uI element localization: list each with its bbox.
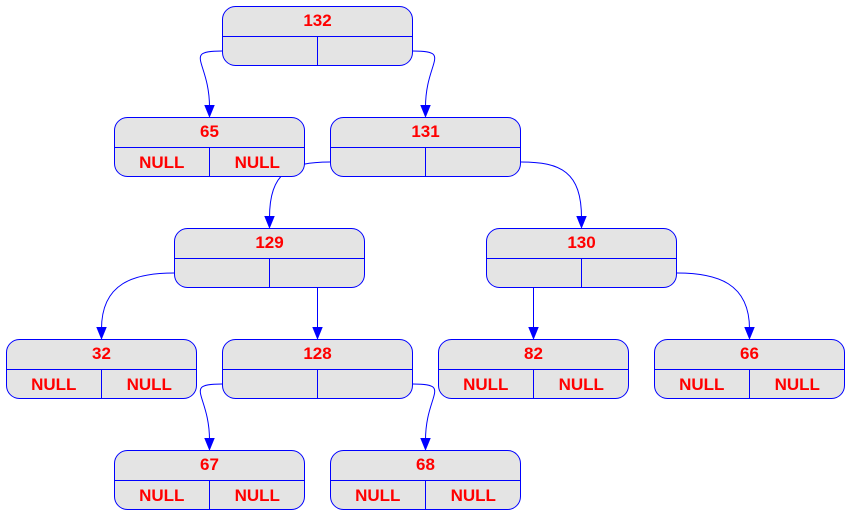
arrowhead <box>528 327 539 340</box>
node-value: 32 <box>92 344 111 363</box>
arrowhead <box>576 216 587 229</box>
edge-129-to-32 <box>101 272 175 330</box>
node-value: 82 <box>524 344 543 363</box>
edge-131-to-130 <box>520 161 582 219</box>
node-value: 68 <box>416 455 435 474</box>
right-pointer-label: NULL <box>235 153 280 172</box>
left-pointer-label: NULL <box>139 153 184 172</box>
edge-130-to-66 <box>676 272 750 330</box>
node-value: 131 <box>411 122 439 141</box>
left-pointer-label: NULL <box>679 375 724 394</box>
arrowhead <box>744 327 755 340</box>
arrowhead <box>96 327 107 340</box>
edge-132-to-65 <box>199 50 223 108</box>
right-pointer-label: NULL <box>559 375 604 394</box>
arrowhead <box>204 105 215 118</box>
right-pointer-label: NULL <box>235 486 280 505</box>
right-pointer-label: NULL <box>451 486 496 505</box>
edges-layer <box>96 50 755 451</box>
arrowhead <box>312 327 323 340</box>
edge-128-to-68 <box>412 383 436 441</box>
tree-node-129: 129 <box>174 228 365 288</box>
node-value: 132 <box>303 11 331 30</box>
left-pointer-label: NULL <box>139 486 184 505</box>
node-value: 128 <box>303 344 331 363</box>
edge-128-to-67 <box>199 383 223 441</box>
node-value: 66 <box>740 344 759 363</box>
arrowhead <box>420 105 431 118</box>
right-pointer-label: NULL <box>775 375 820 394</box>
tree-node-132: 132 <box>222 6 413 66</box>
node-value: 130 <box>567 233 595 252</box>
left-pointer-label: NULL <box>355 486 400 505</box>
node-value: 67 <box>200 455 219 474</box>
left-pointer-label: NULL <box>463 375 508 394</box>
arrowhead <box>264 216 275 229</box>
arrowhead <box>204 438 215 451</box>
arrowhead <box>420 438 431 451</box>
tree-node-128: 128 <box>222 339 413 399</box>
left-pointer-label: NULL <box>31 375 76 394</box>
edge-132-to-131 <box>412 50 436 108</box>
tree-node-130: 130 <box>486 228 677 288</box>
node-value: 129 <box>255 233 283 252</box>
right-pointer-label: NULL <box>127 375 172 394</box>
tree-node-131: 131 <box>330 117 521 177</box>
node-value: 65 <box>200 122 219 141</box>
